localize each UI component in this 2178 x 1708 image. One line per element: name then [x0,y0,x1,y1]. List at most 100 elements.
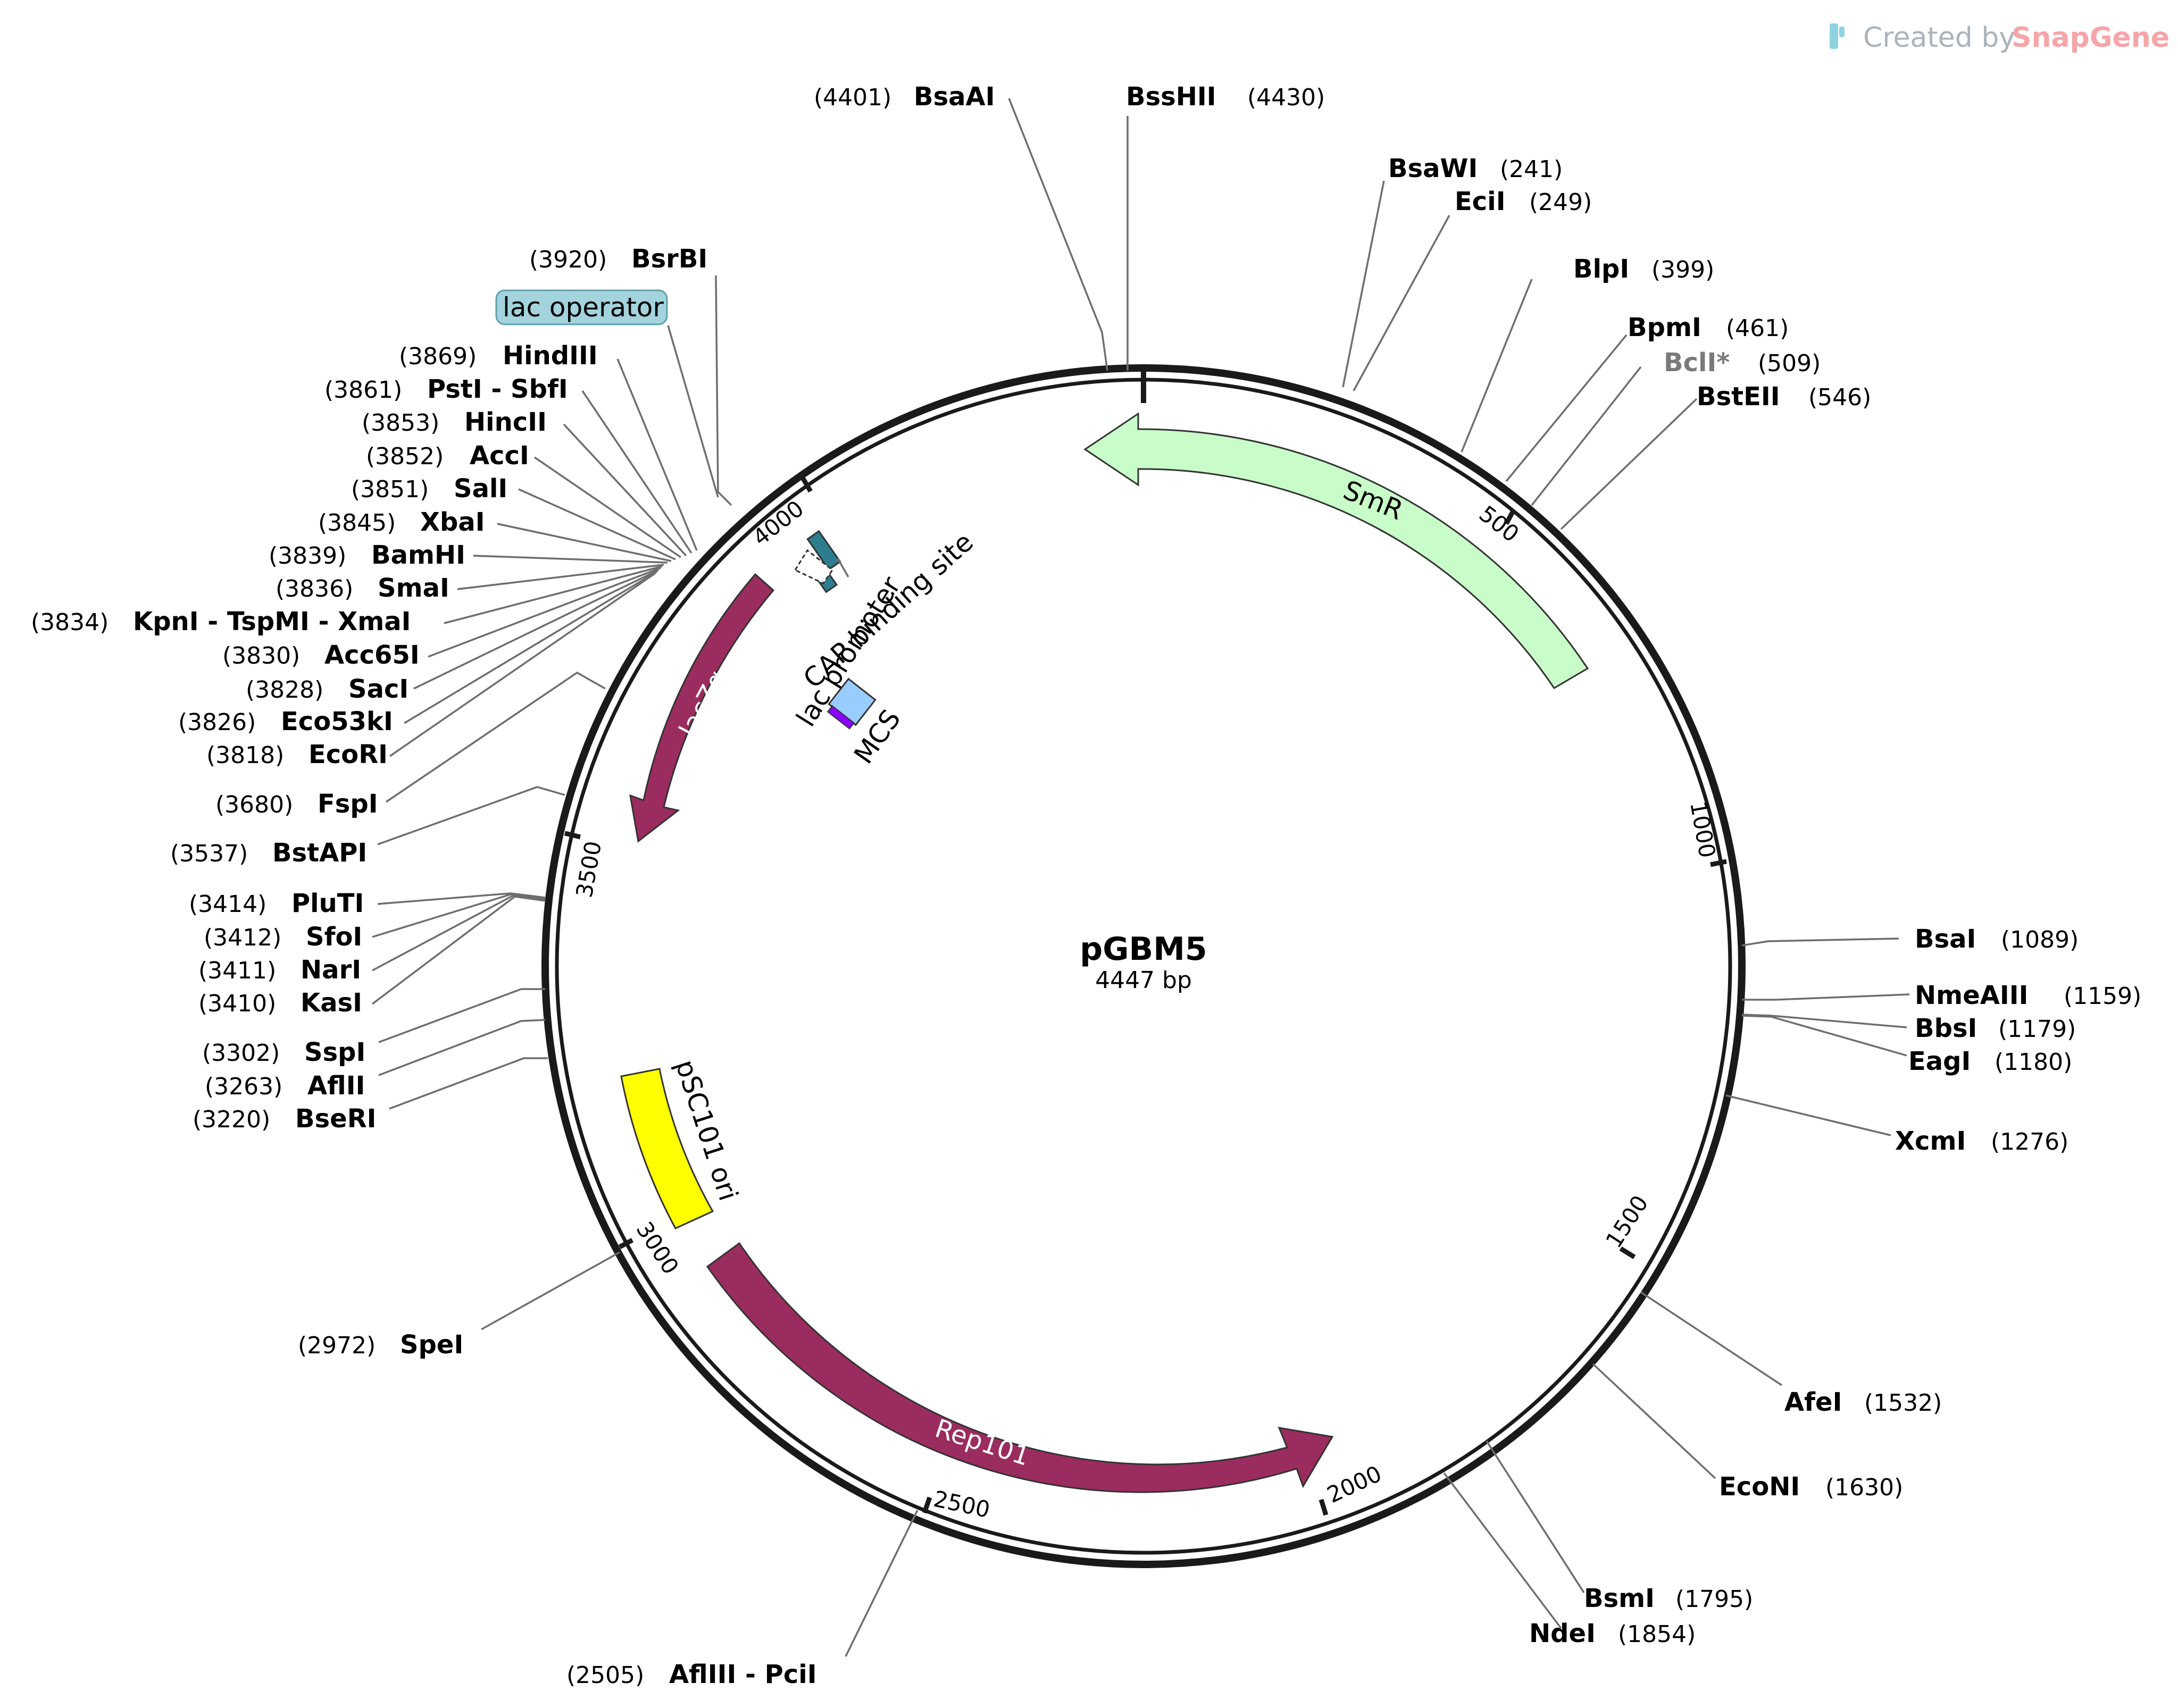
site-ndei[interactable]: NdeI (1854) [1529,1619,1696,1648]
site-bsawi[interactable]: BsaWI (241) [1388,154,1563,183]
svg-text:SmaI: SmaI [378,573,449,603]
svg-text:HindIII: HindIII [503,341,598,371]
site-bsteii[interactable]: BstEII (546) [1697,382,1871,412]
svg-text:(3828): (3828) [246,676,323,704]
lac-operator-feature-label[interactable]: lac operator [495,289,668,325]
site-hincii[interactable]: (3853) HincII [362,407,547,437]
tick-4000 [801,477,813,493]
site-bstapi[interactable]: (3537) BstAPI [170,838,367,868]
site-hindiii[interactable]: (3869) HindIII [399,341,598,371]
site-saci[interactable]: (3828) SacI [246,674,408,704]
watermark-brand: SnapGene [2012,22,2169,54]
site-econi[interactable]: EcoNI (1630) [1719,1472,1903,1502]
site-leaders [371,98,1910,1657]
psc101-ori-feature[interactable] [620,1068,714,1229]
snapgene-watermark: Created by SnapGene [1830,22,2169,54]
site-blpi[interactable]: BlpI (399) [1573,254,1714,284]
svg-text:BclI*: BclI* [1664,348,1730,378]
smr-feature[interactable] [1083,412,1589,690]
site-acc65i[interactable]: (3830) Acc65I [222,640,420,670]
svg-text:Eco53kI: Eco53kI [281,707,393,736]
site-xcmi[interactable]: XcmI (1276) [1895,1126,2068,1156]
site-sspi[interactable]: (3302) SspI [202,1037,365,1067]
svg-text:NdeI: NdeI [1529,1619,1596,1648]
site-bsshii[interactable]: BssHII (4430) [1126,82,1325,112]
site-beri[interactable]: (3220) BseRI [193,1104,377,1134]
site-bamhi[interactable]: (3839) BamHI [269,540,465,570]
lacza-feature[interactable] [629,573,775,843]
svg-text:(3411): (3411) [198,957,276,984]
site-afei[interactable]: AfeI (1532) [1784,1387,1942,1417]
plasmid-name: pGBM5 [1080,931,1207,968]
site-sfoi[interactable]: (3412) SfoI [204,922,362,952]
site-sali[interactable]: (3851) SalI [351,474,507,504]
site-bbsi[interactable]: BbsI (1179) [1915,1014,2076,1043]
svg-text:(1180): (1180) [1995,1049,2072,1076]
svg-text:KasI: KasI [301,988,362,1018]
site-aflii[interactable]: (3263) AflII [205,1071,365,1101]
svg-text:AflII: AflII [307,1071,365,1101]
rep101-feature[interactable] [706,1242,1334,1493]
svg-text:PluTI: PluTI [291,889,364,918]
svg-text:(2505): (2505) [566,1662,644,1689]
svg-text:(3852): (3852) [366,443,444,470]
site-bsaai[interactable]: (4401) BsaAI [814,82,995,112]
site-bcli[interactable]: BclI* (509) [1664,348,1821,378]
lac-promoter-feature[interactable] [794,549,834,584]
site-fspi[interactable]: (3680) FspI [215,789,378,819]
svg-text:BsrBI: BsrBI [631,244,707,274]
site-xbai[interactable]: (3845) XbaI [318,507,485,537]
svg-text:AfeI: AfeI [1784,1387,1842,1417]
svg-text:(1179): (1179) [1998,1016,2076,1043]
svg-text:SspI: SspI [304,1037,365,1067]
tick-label-1000: 1000 [1685,799,1721,860]
svg-text:BsmI: BsmI [1584,1584,1655,1613]
site-bsmi[interactable]: BsmI (1795) [1584,1584,1753,1613]
tick-label-500: 500 [1474,500,1524,547]
site-afliii-pci[interactable]: (2505) AflIII - PciI [566,1660,817,1689]
svg-text:(1159): (1159) [2064,983,2141,1010]
site-ecori[interactable]: (3818) EcoRI [206,740,388,769]
tick-2000 [1319,1498,1329,1516]
svg-text:(1532): (1532) [1864,1389,1942,1417]
svg-text:SfoI: SfoI [306,922,362,952]
svg-text:(1276): (1276) [1991,1128,2068,1156]
site-smai[interactable]: (3836) SmaI [276,573,449,603]
svg-text:(2972): (2972) [298,1332,375,1359]
site-acci[interactable]: (3852) AccI [366,441,529,471]
svg-text:(3853): (3853) [362,409,439,437]
svg-text:BpmI: BpmI [1628,313,1701,342]
site-psti-sbfi[interactable]: (3861) PstI - SbfI [324,374,568,404]
site-bsrbi[interactable]: (3920) BsrBI [529,244,707,274]
svg-text:BsaWI: BsaWI [1388,154,1478,183]
watermark-prefix: Created by [1863,22,2015,54]
tick-3500 [564,831,581,840]
svg-text:(3410): (3410) [198,990,276,1017]
svg-text:NmeAIII: NmeAIII [1915,981,2028,1010]
site-eco53ki[interactable]: (3826) Eco53kI [178,707,393,736]
svg-text:BstEII: BstEII [1697,382,1780,412]
svg-text:XcmI: XcmI [1895,1126,1966,1156]
site-spei[interactable]: (2972) SpeI [298,1330,463,1360]
site-eagi[interactable]: EagI (1180) [1908,1046,2072,1076]
svg-text:(3537): (3537) [170,840,248,867]
site-kasi[interactable]: (3410) KasI [198,988,362,1018]
svg-text:XbaI: XbaI [420,507,485,537]
position-ticks [564,371,1727,1516]
site-bsai[interactable]: BsaI (1089) [1915,924,2079,954]
site-bpmi[interactable]: BpmI (461) [1628,313,1789,342]
svg-text:(3818): (3818) [206,742,284,769]
site-pluti[interactable]: (3414) PluTI [189,889,364,918]
svg-text:(3869): (3869) [399,343,477,370]
site-ecii[interactable]: EciI (249) [1455,187,1592,216]
site-nari[interactable]: (3411) NarI [198,955,361,985]
svg-text:(3836): (3836) [276,575,353,602]
site-nmeaiii[interactable]: NmeAIII (1159) [1915,981,2141,1010]
site-kpni-tspmi-xmai[interactable]: (3834) KpnI - TspMI - XmaI [31,607,411,637]
svg-text:EciI: EciI [1455,187,1506,216]
tick-label-3500: 3500 [571,839,607,900]
svg-text:(4430): (4430) [1247,84,1325,111]
svg-text:BamHI: BamHI [371,540,465,570]
svg-text:(3830): (3830) [222,642,300,669]
mcs-feature[interactable] [827,677,877,730]
